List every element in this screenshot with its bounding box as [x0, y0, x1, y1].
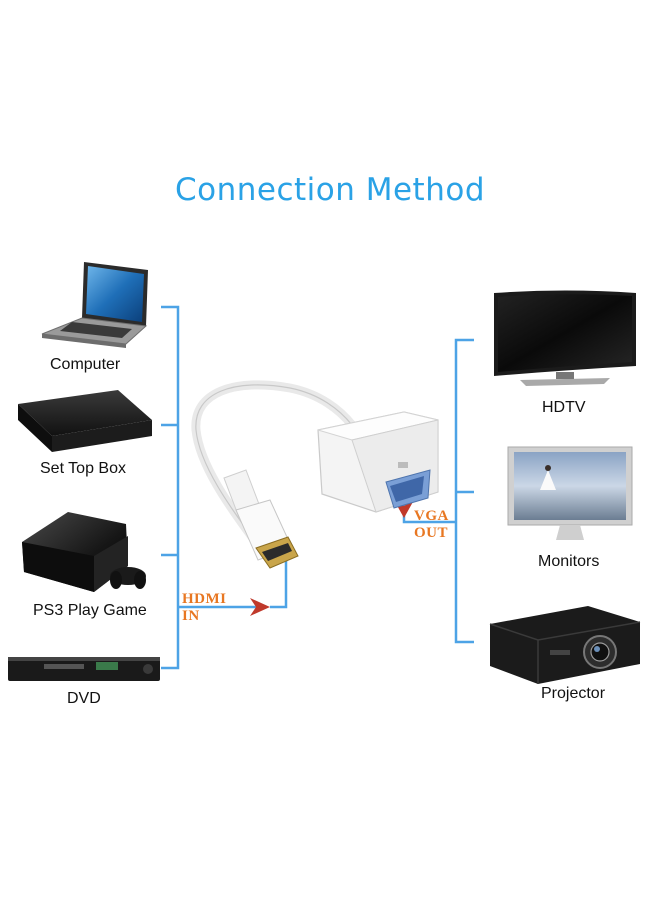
hdmi-label-line1: HDMI: [182, 591, 227, 607]
laptop-icon: [41, 262, 148, 348]
vga-label-line2: OUT: [414, 525, 449, 541]
hdmi-arrow: [250, 560, 288, 616]
game-console-icon: [22, 512, 146, 592]
hdmi-label-line2: IN: [182, 608, 200, 624]
hdmi-to-vga-adapter: [191, 380, 439, 569]
diagram-title: Connection Method: [174, 172, 486, 208]
output-label-monitors: Monitors: [538, 553, 600, 570]
source-label-set-top-box: Set Top Box: [40, 460, 126, 477]
source-label-computer: Computer: [50, 356, 121, 373]
source-label-dvd: DVD: [67, 690, 101, 707]
monitor-icon: [507, 446, 633, 540]
hdmi-in-label: HDMI IN: [182, 591, 227, 625]
output-label-hdtv: HDTV: [542, 399, 586, 416]
source-label-ps3: PS3 Play Game: [33, 602, 147, 619]
vga-label-line1: VGA: [414, 508, 449, 524]
projector-icon: [489, 606, 641, 684]
vga-out-label: VGA OUT: [414, 508, 449, 542]
tv-icon: [494, 290, 636, 386]
source-bracket: [161, 305, 258, 670]
output-label-projector: Projector: [541, 685, 606, 702]
dvd-player-icon: [8, 657, 160, 681]
set-top-box-icon: [18, 390, 152, 452]
